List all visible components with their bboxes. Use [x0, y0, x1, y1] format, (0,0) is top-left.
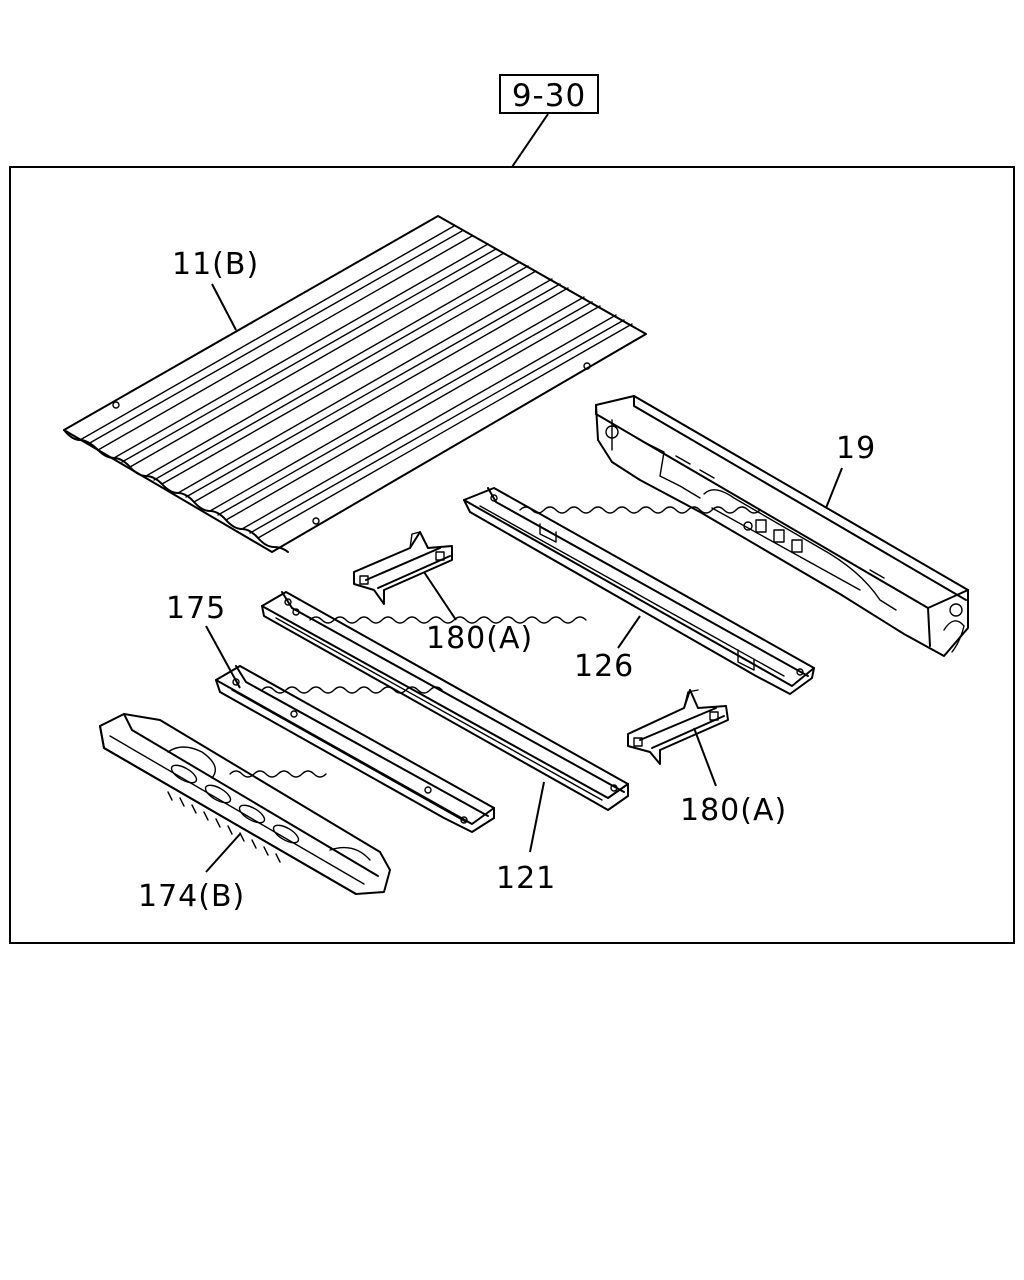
leader-crossmember-126: [617, 615, 641, 649]
callout-bracket-upper[interactable]: 180(A): [426, 621, 533, 656]
leader-crossmember-121: [529, 781, 545, 853]
reference-leader: [511, 113, 549, 168]
leader-floor-panel: [211, 283, 237, 331]
callout-floor-panel[interactable]: 11(B): [172, 247, 259, 282]
callout-rear-sill[interactable]: 19: [836, 431, 876, 466]
callout-sill-front[interactable]: 174(B): [138, 879, 245, 914]
leader-crossmember-175: [205, 625, 241, 689]
crossmember-121-part[interactable]: [261, 591, 629, 811]
leader-sill-front: [205, 833, 241, 873]
callout-crossmember-175[interactable]: 175: [166, 591, 226, 626]
diagram-frame: [9, 166, 1015, 944]
leader-bracket-lower: [693, 727, 717, 787]
rear-sill-part[interactable]: [595, 395, 969, 657]
leader-bracket-upper: [423, 571, 457, 621]
crossmember-175-part[interactable]: [215, 665, 495, 833]
reference-label: 9-30: [512, 78, 586, 114]
bracket-upper-part[interactable]: [353, 531, 453, 605]
leader-rear-sill: [825, 467, 843, 509]
reference-tag[interactable]: 9-30: [499, 74, 599, 114]
callout-crossmember-126[interactable]: 126: [574, 649, 634, 684]
bracket-lower-part[interactable]: [627, 689, 729, 765]
callout-bracket-lower[interactable]: 180(A): [680, 793, 787, 828]
floor-panel-ribs: [79, 225, 633, 539]
floor-panel-part[interactable]: [63, 215, 647, 553]
sill-front-part[interactable]: [99, 713, 391, 895]
callout-crossmember-121[interactable]: 121: [496, 861, 556, 896]
crossmember-126-part[interactable]: [463, 487, 815, 695]
